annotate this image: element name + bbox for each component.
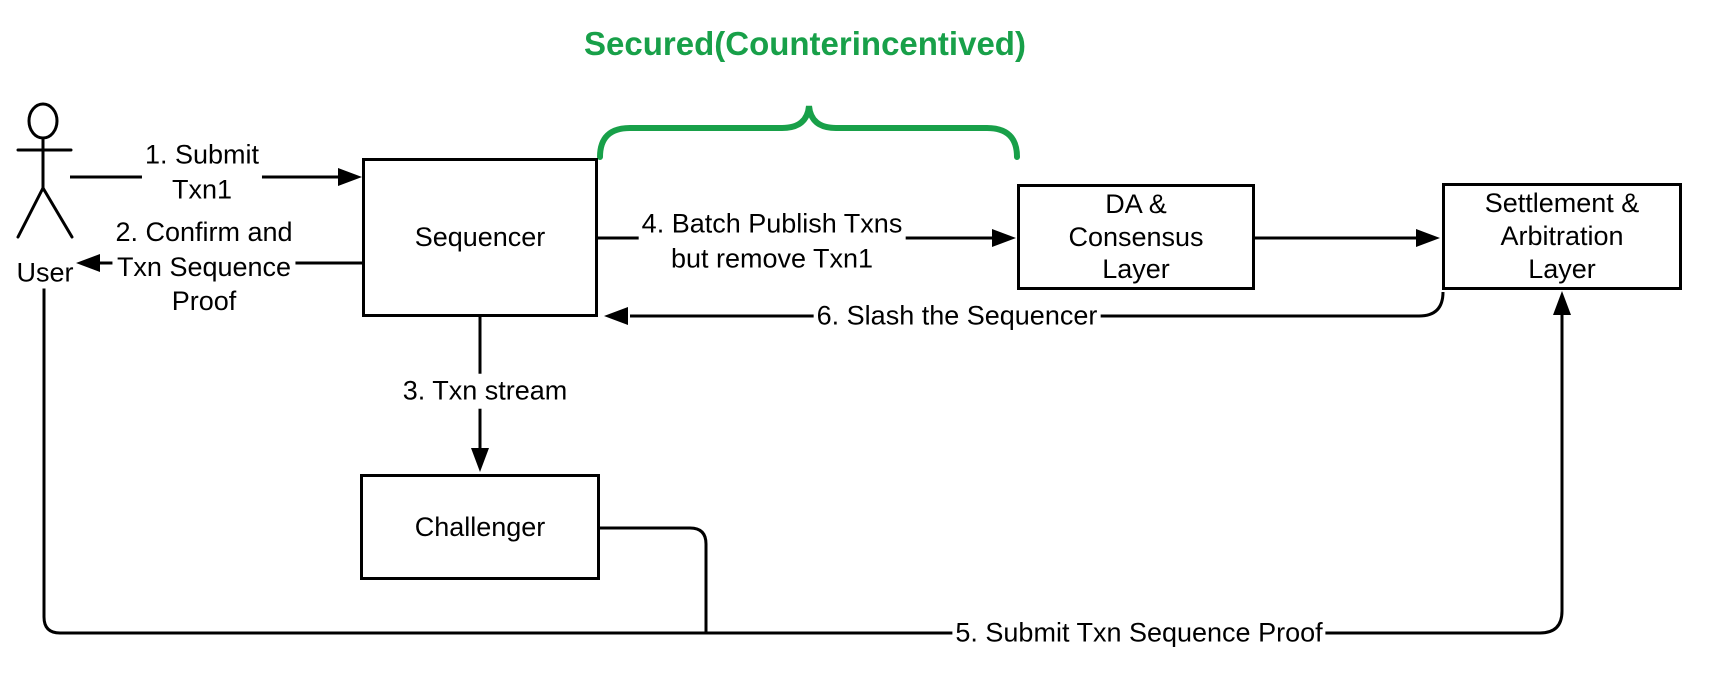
edge-submit-proof — [42, 288, 1571, 635]
node-challenger: Challenger — [360, 474, 600, 580]
user-actor-icon — [16, 102, 74, 239]
edge-label-slash-sequencer: 6. Slash the Sequencer — [813, 298, 1101, 334]
node-settlement-arbitration-layer: Settlement & Arbitration Layer — [1442, 183, 1682, 290]
arrowhead-right-icon — [1416, 229, 1440, 247]
curly-brace-icon — [597, 105, 1020, 160]
edge-label-submit-txn: 1. Submit Txn1 — [141, 137, 263, 207]
edge-da-to-settlement — [1255, 229, 1440, 247]
edge-label-batch-publish: 4. Batch Publish Txns but remove Txn1 — [638, 206, 906, 276]
node-sequencer-label: Sequencer — [414, 222, 546, 253]
node-da-consensus-layer-label: DA & Consensus Layer — [1068, 188, 1204, 285]
node-challenger-label: Challenger — [414, 511, 546, 542]
edge-challenger-join — [600, 526, 708, 633]
arrowhead-down-icon — [471, 448, 489, 472]
diagram-title: Secured(Counterincentived) — [584, 25, 1026, 62]
node-settlement-arbitration-layer-label: Settlement & Arbitration Layer — [1484, 188, 1640, 284]
node-sequencer: Sequencer — [362, 158, 598, 317]
arrowhead-left-icon — [76, 254, 100, 272]
arrowhead-left-icon — [604, 307, 628, 325]
arrowhead-up-icon — [1553, 291, 1571, 315]
node-da-consensus-layer: DA & Consensus Layer — [1017, 184, 1255, 290]
edge-label-txn-stream: 3. Txn stream — [399, 373, 571, 409]
arrowhead-right-icon — [338, 168, 362, 186]
edge-label-submit-proof: 5. Submit Txn Sequence Proof — [952, 615, 1326, 651]
arrowhead-right-icon — [992, 229, 1016, 247]
edge-label-confirm-proof: 2. Confirm and Txn Sequence Proof — [112, 215, 296, 319]
user-actor-label: User — [14, 257, 76, 289]
edge-slash-sequencer — [604, 291, 1445, 325]
